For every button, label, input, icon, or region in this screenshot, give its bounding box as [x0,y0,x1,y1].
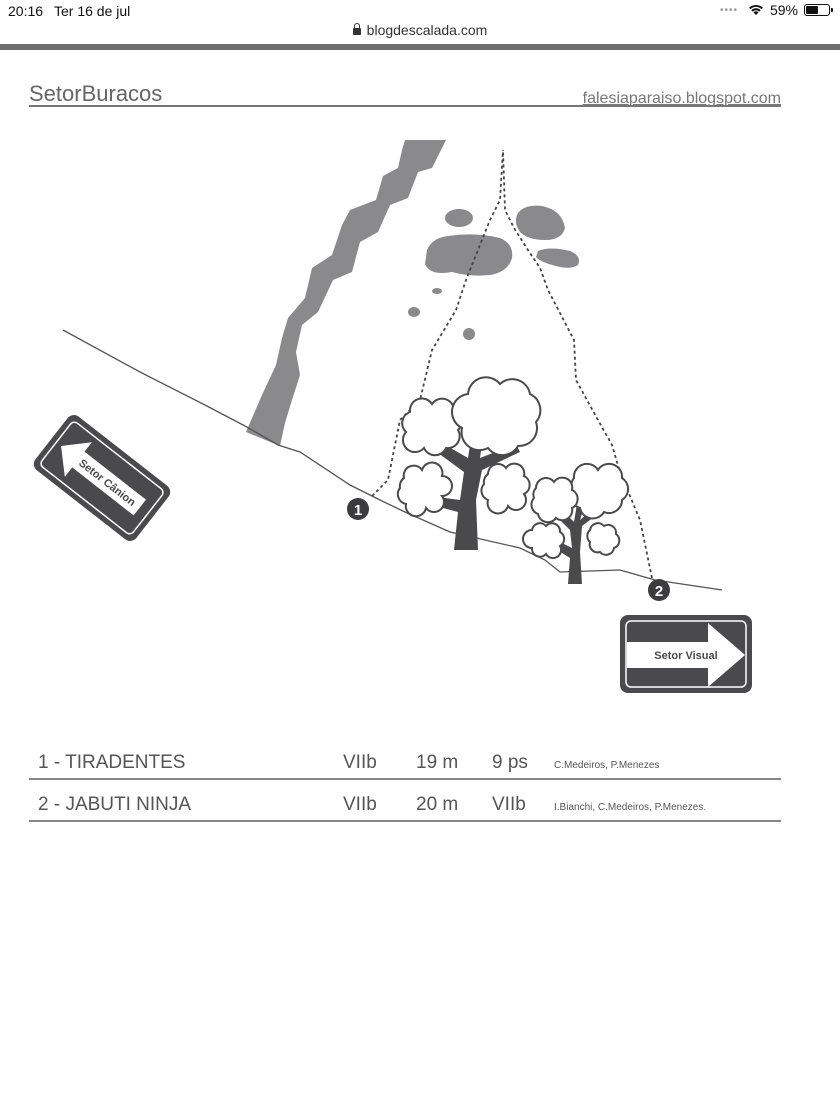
route-length: 20 m [416,794,459,815]
page-title: SetorBuracos [29,81,163,106]
sign-right-label: Setor Visual [654,650,717,662]
ground-line [62,329,723,591]
tree-large [396,376,542,550]
route-protection: 9 ps [492,752,528,773]
status-bar: 20:16 Ter 16 de jul •••• 59% [0,0,840,22]
topo-diagram: 1 2 Setor Cânion Setor Visual [33,140,752,693]
boulder [445,209,473,227]
route-name: 2 - JABUTI NINJA [38,794,192,815]
route-authors: I.Bianchi, C.Medeiros, P.Menezes. [554,802,707,813]
boulder [432,288,442,294]
route-name: 1 - TIRADENTES [38,752,186,773]
tree-small [522,462,629,584]
battery-fill [806,6,818,14]
route-length: 19 m [416,752,459,773]
boulder [515,205,565,240]
route-line-2 [502,149,653,579]
boulder [536,248,579,268]
status-date: Ter 16 de jul [54,3,131,19]
route-line-1 [371,149,504,497]
route-authors: C.Medeiros, P.Menezes [554,760,660,771]
route-marker-2: 2 [648,579,670,601]
marker-2-label: 2 [655,583,663,600]
lock-icon [352,23,361,35]
route-grade: VIIb [343,794,377,815]
address-bar[interactable]: blogdescalada.com [0,22,840,42]
boulder [425,234,513,276]
marker-1-label: 1 [354,502,362,519]
sign-setor-visual: Setor Visual [620,615,752,693]
wifi-icon [748,4,763,15]
route-row-1: 1 - TIRADENTES VIIb 19 m 9 ps C.Medeiros… [29,738,781,780]
battery-percent: 59% [769,2,798,18]
battery-icon [804,4,833,16]
route-grade: VIIb [343,752,377,773]
sign-setor-canion: Setor Cânion [33,415,171,541]
title-divider [29,105,781,107]
toolbar-divider [0,44,840,50]
site-link[interactable]: falesiaparaiso.blogspot.com [582,90,781,107]
route-protection: VIIb [492,794,526,815]
status-right: •••• 59% [719,2,833,18]
arrow-left-icon [61,442,146,516]
status-time: 20:16 [8,3,44,19]
route-marker-1: 1 [347,498,369,520]
route-row-2: 2 - JABUTI NINJA VIIb 20 m VIIb I.Bianch… [29,780,781,822]
dots-icon: •••• [719,4,738,16]
rock-crack [246,140,446,446]
arrow-right-icon [627,623,745,687]
boulder [463,328,475,340]
boulder [408,307,420,317]
url-text[interactable]: blogdescalada.com [366,22,488,38]
